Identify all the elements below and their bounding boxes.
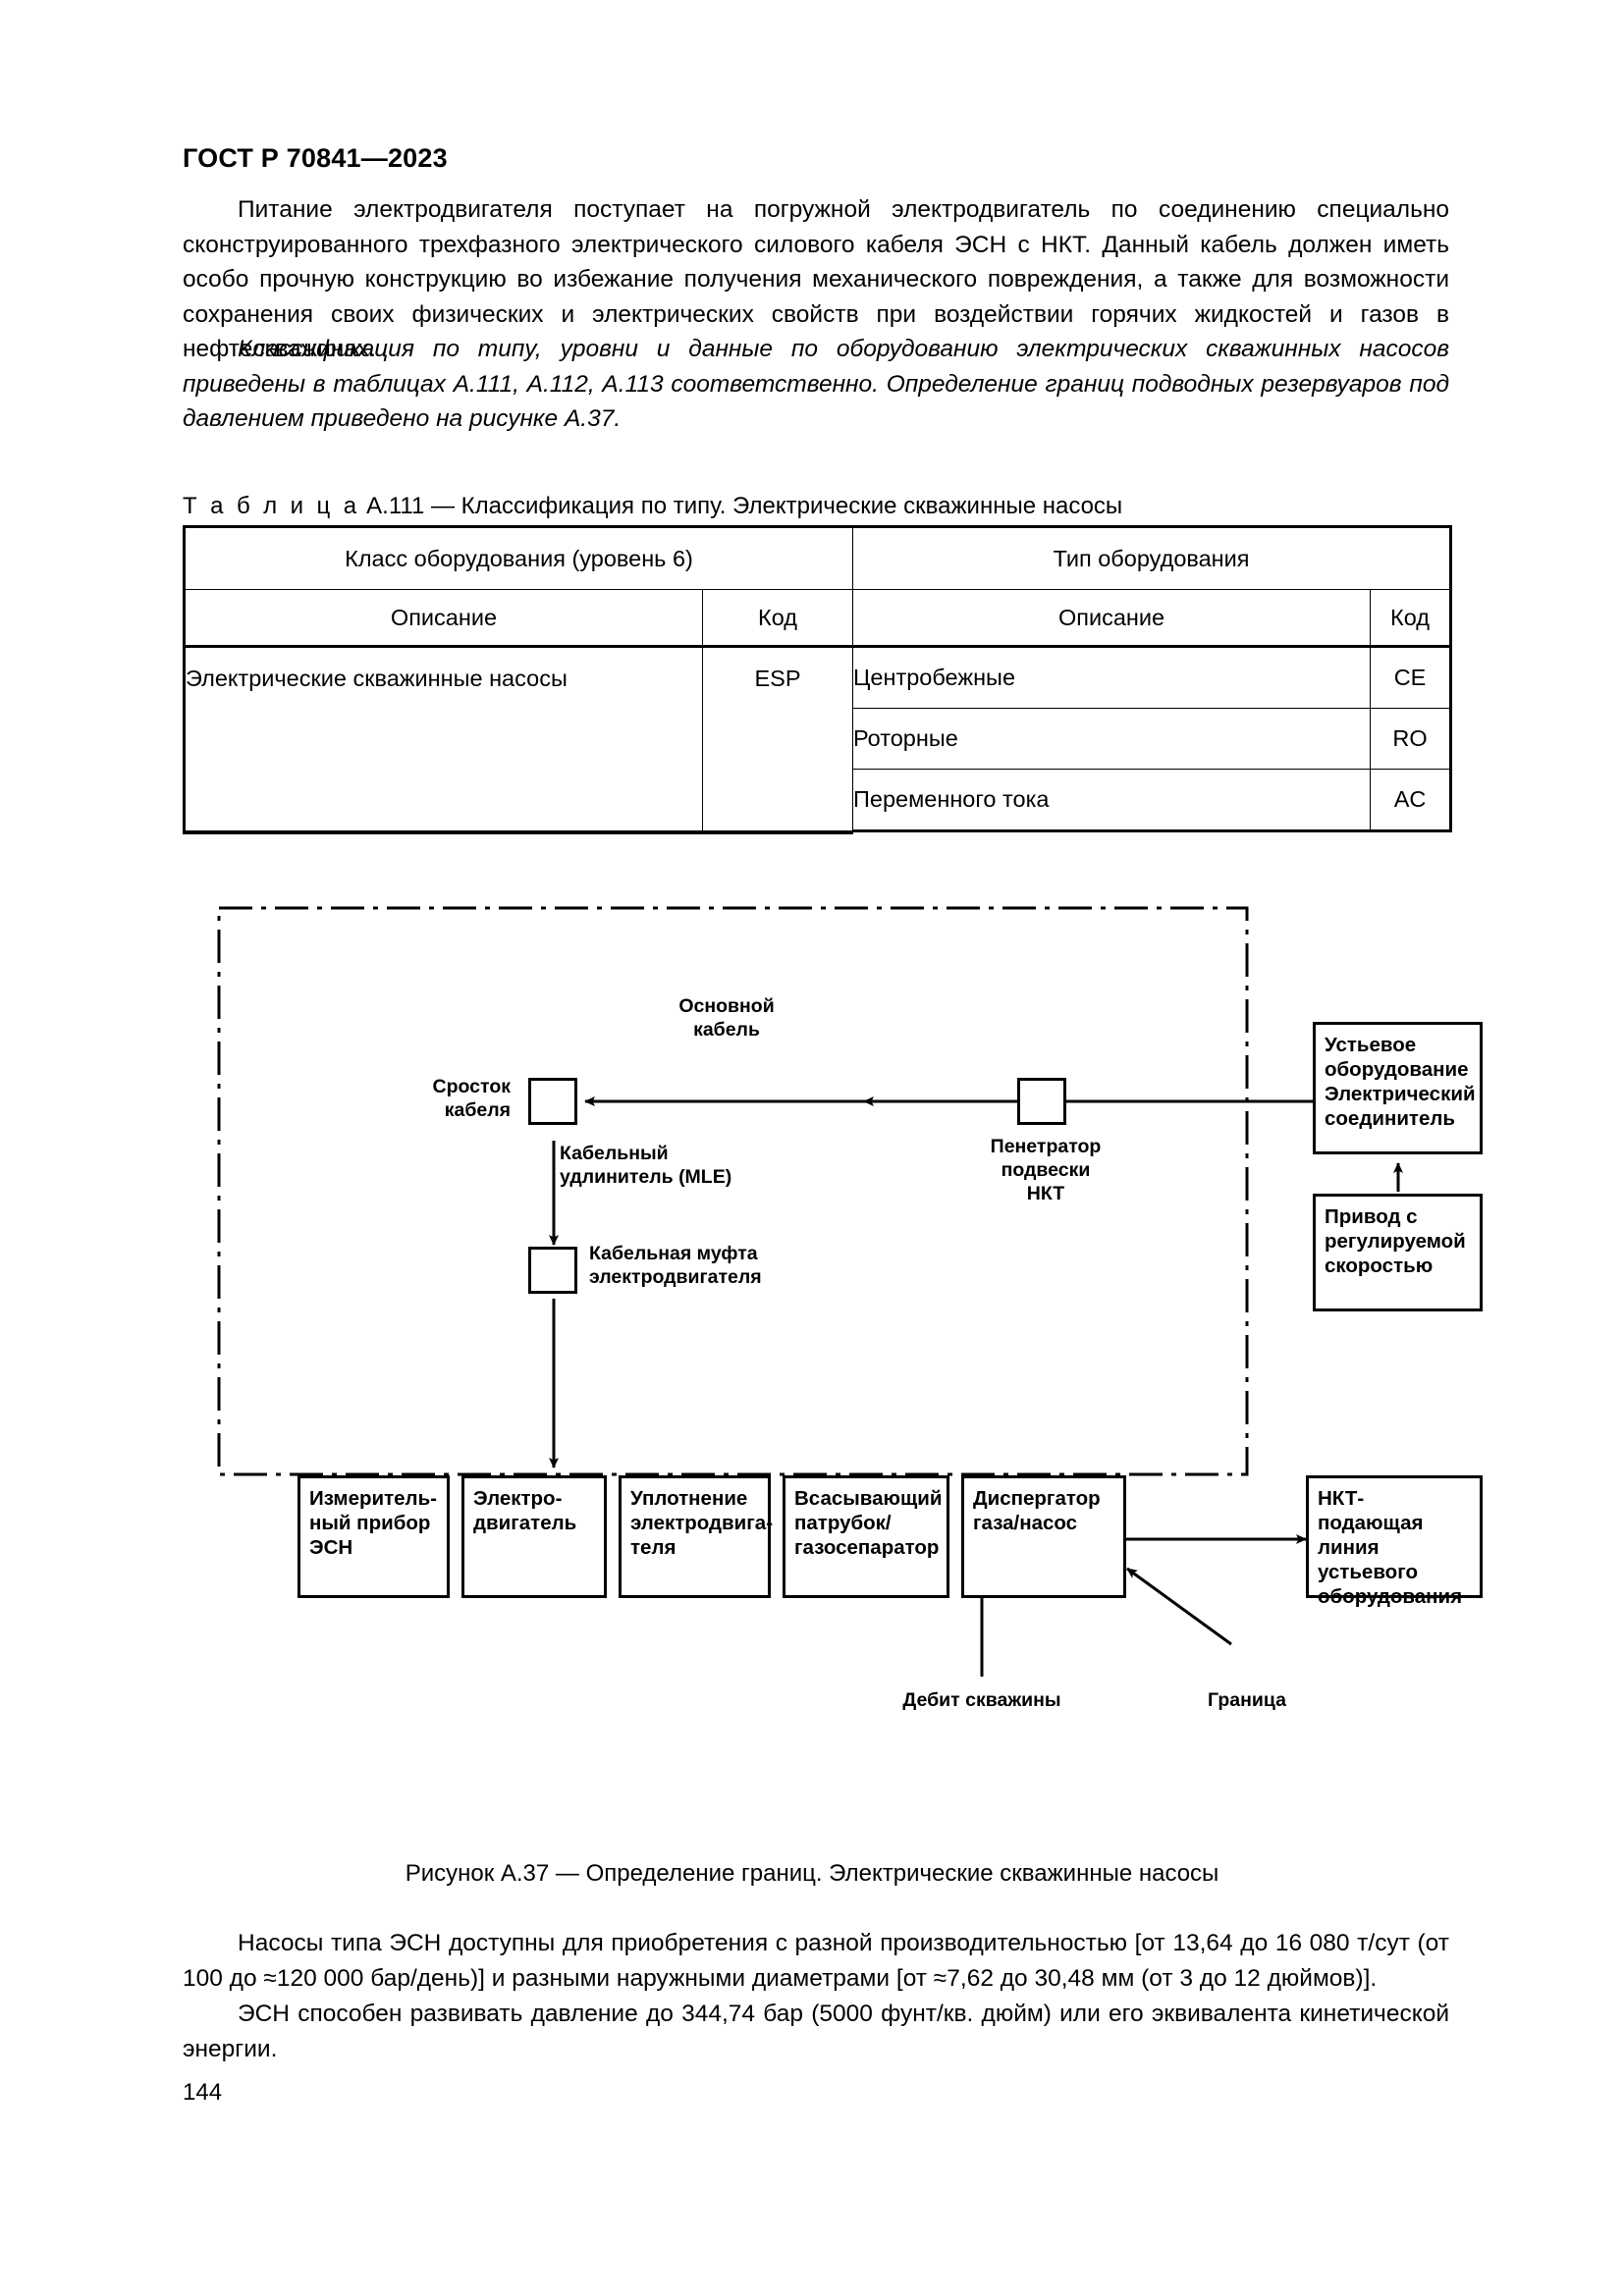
- label-motor-coupling: Кабельная муфта электродвигателя: [589, 1243, 762, 1288]
- paragraph-1: Питание электродвигателя поступает на по…: [183, 196, 1449, 362]
- node-motor-coupling-square: [528, 1247, 577, 1294]
- figure-connectors-svg: [217, 906, 1403, 1677]
- cell-type-description-1: Роторные: [852, 708, 1372, 770]
- boundary-dashdot-rect: [217, 906, 1249, 1476]
- paragraph-4: ЭСН способен развивать давление до 344,7…: [183, 2001, 1449, 2062]
- table-a111: Класс оборудования (уровень 6) Тип обору…: [182, 525, 1453, 834]
- label-cable-splice: Сросток кабеля: [432, 1076, 511, 1121]
- node-intake-gas-separator: Всасывающий патрубок/ газосепаратор: [783, 1475, 949, 1598]
- table-caption-prefix: Т а б л и ц а: [183, 493, 360, 519]
- table-caption: Т а б л и ц а А.111 — Классификация по т…: [183, 493, 1122, 520]
- intro-paragraph-block: Питание электродвигателя поступает на по…: [183, 192, 1449, 367]
- label-well-flow-rate: Дебит скважины: [902, 1689, 1061, 1711]
- table-row: Электрические скважинные насосы ESP Цент…: [183, 645, 1453, 831]
- paragraph-3: Насосы типа ЭСН доступны для приобретени…: [183, 1930, 1449, 1992]
- connector-boundary-callout: [1126, 1567, 1232, 1646]
- cell-class-description: Электрические скважинные насосы: [183, 645, 703, 831]
- paragraph-2: Классификация по типу, уровни и данные п…: [183, 336, 1449, 432]
- cell-type-description-0: Центробежные: [852, 645, 1372, 709]
- table-group-header-row: Класс оборудования (уровень 6) Тип обору…: [182, 525, 1453, 590]
- node-motor-seal: Уплотнение электродвига- теля: [619, 1475, 773, 1598]
- closing-paragraph-block-2: ЭСН способен развивать давление до 344,7…: [183, 1997, 1449, 2066]
- node-wellhead-equipment: Устьевое оборудование Электрический соед…: [1313, 1022, 1483, 1154]
- cell-type-code-1: RO: [1370, 708, 1453, 770]
- node-variable-speed-drive: Привод с регулируемой скоростью: [1313, 1194, 1483, 1311]
- node-electric-motor: Электро- двигатель: [461, 1475, 607, 1598]
- header-equipment-type: Тип оборудования: [852, 525, 1453, 590]
- node-gas-disperser-pump: Диспергатор газа/насос: [961, 1475, 1126, 1598]
- cell-type-code-0: CE: [1370, 645, 1453, 709]
- subheader-description-left: Описание: [183, 589, 703, 647]
- node-esp-gauge: Измеритель- ный прибор ЭСН: [298, 1475, 450, 1598]
- figure-a37: Основной кабель Сросток кабеля Кабельный…: [0, 864, 1624, 1865]
- classification-note-block: Классификация по типу, уровни и данные п…: [183, 332, 1449, 437]
- node-tubing-flowline: НКТ- подающая линия устьевого оборудован…: [1306, 1475, 1483, 1608]
- subheader-code-left: Код: [701, 589, 854, 647]
- label-main-cable: Основной кабель: [678, 995, 775, 1041]
- subheader-description-right: Описание: [852, 589, 1372, 647]
- label-tubing-hanger-penetrator: Пенетратор подвески НКТ: [990, 1136, 1102, 1204]
- header-equipment-class: Класс оборудования (уровень 6): [182, 525, 854, 590]
- table-row: Переменного тока AC: [185, 769, 1453, 832]
- label-boundary: Граница: [1208, 1689, 1286, 1711]
- cell-class-code: ESP: [701, 645, 854, 831]
- node-cable-splice-square: [528, 1078, 577, 1125]
- subheader-code-right: Код: [1370, 589, 1453, 647]
- node-penetrator-square: [1017, 1078, 1066, 1125]
- label-cable-extension: Кабельный удлинитель (MLE): [560, 1143, 732, 1188]
- table-subheader-row: Описание Код Описание Код: [183, 589, 1453, 647]
- document-header-standard-id: ГОСТ Р 70841—2023: [183, 143, 448, 173]
- table-row: Роторные RO: [185, 708, 1453, 770]
- page-number: 144: [183, 2079, 223, 2106]
- cell-type-code-2: AC: [1370, 769, 1453, 832]
- closing-paragraph-block-1: Насосы типа ЭСН доступны для приобретени…: [183, 1926, 1449, 1996]
- table-caption-text: А.111 — Классификация по типу. Электриче…: [366, 493, 1123, 519]
- figure-caption: Рисунок А.37 — Определение границ. Элект…: [405, 1860, 1219, 1887]
- cell-type-description-2: Переменного тока: [852, 769, 1372, 832]
